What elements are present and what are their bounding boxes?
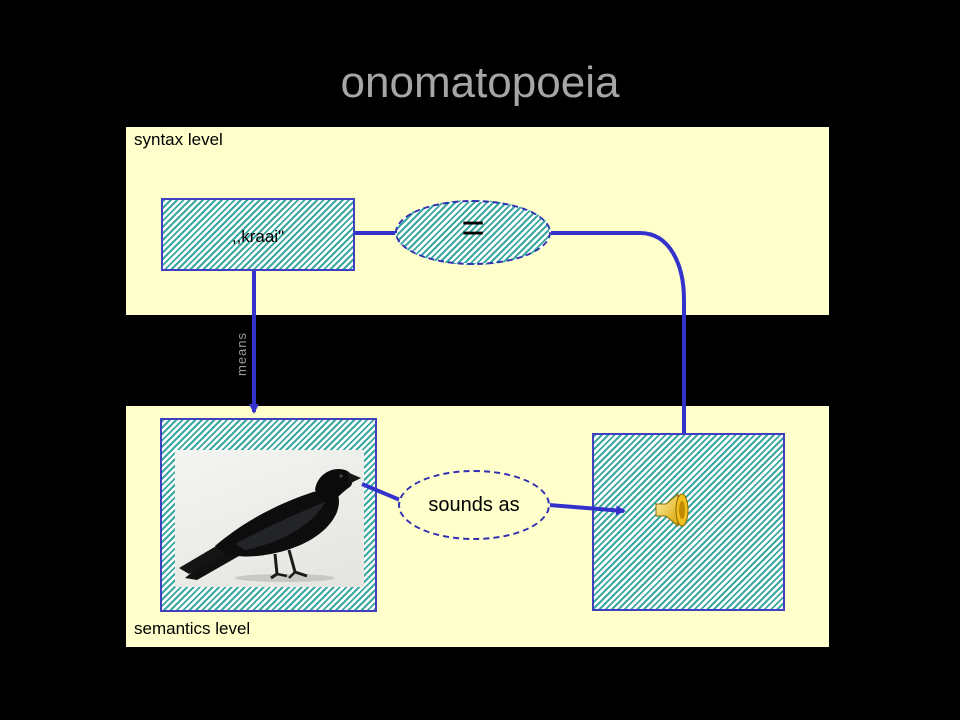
means-label: means (234, 331, 249, 377)
word-box: ,,kraai" (161, 198, 355, 271)
crow-photo (175, 450, 364, 587)
sounds-to-speaker-arrow (548, 503, 626, 516)
sounds-as-node: sounds as (398, 470, 550, 540)
crow-box (160, 418, 377, 612)
crow-icon (179, 468, 361, 582)
semantics-level-label: semantics level (134, 619, 251, 638)
equals-node: = (395, 200, 551, 265)
sounds-as-text: sounds as (428, 494, 520, 516)
equals-text: = (461, 206, 485, 250)
equals-to-sound-line (551, 231, 686, 433)
syntax-level-label: syntax level (134, 130, 223, 149)
word-text: ,,kraai" (231, 227, 285, 246)
sound-box (592, 433, 785, 611)
speaker-icon[interactable] (652, 490, 692, 530)
crow-to-sounds-line (361, 482, 401, 502)
page-title: onomatopoeia (340, 58, 620, 107)
